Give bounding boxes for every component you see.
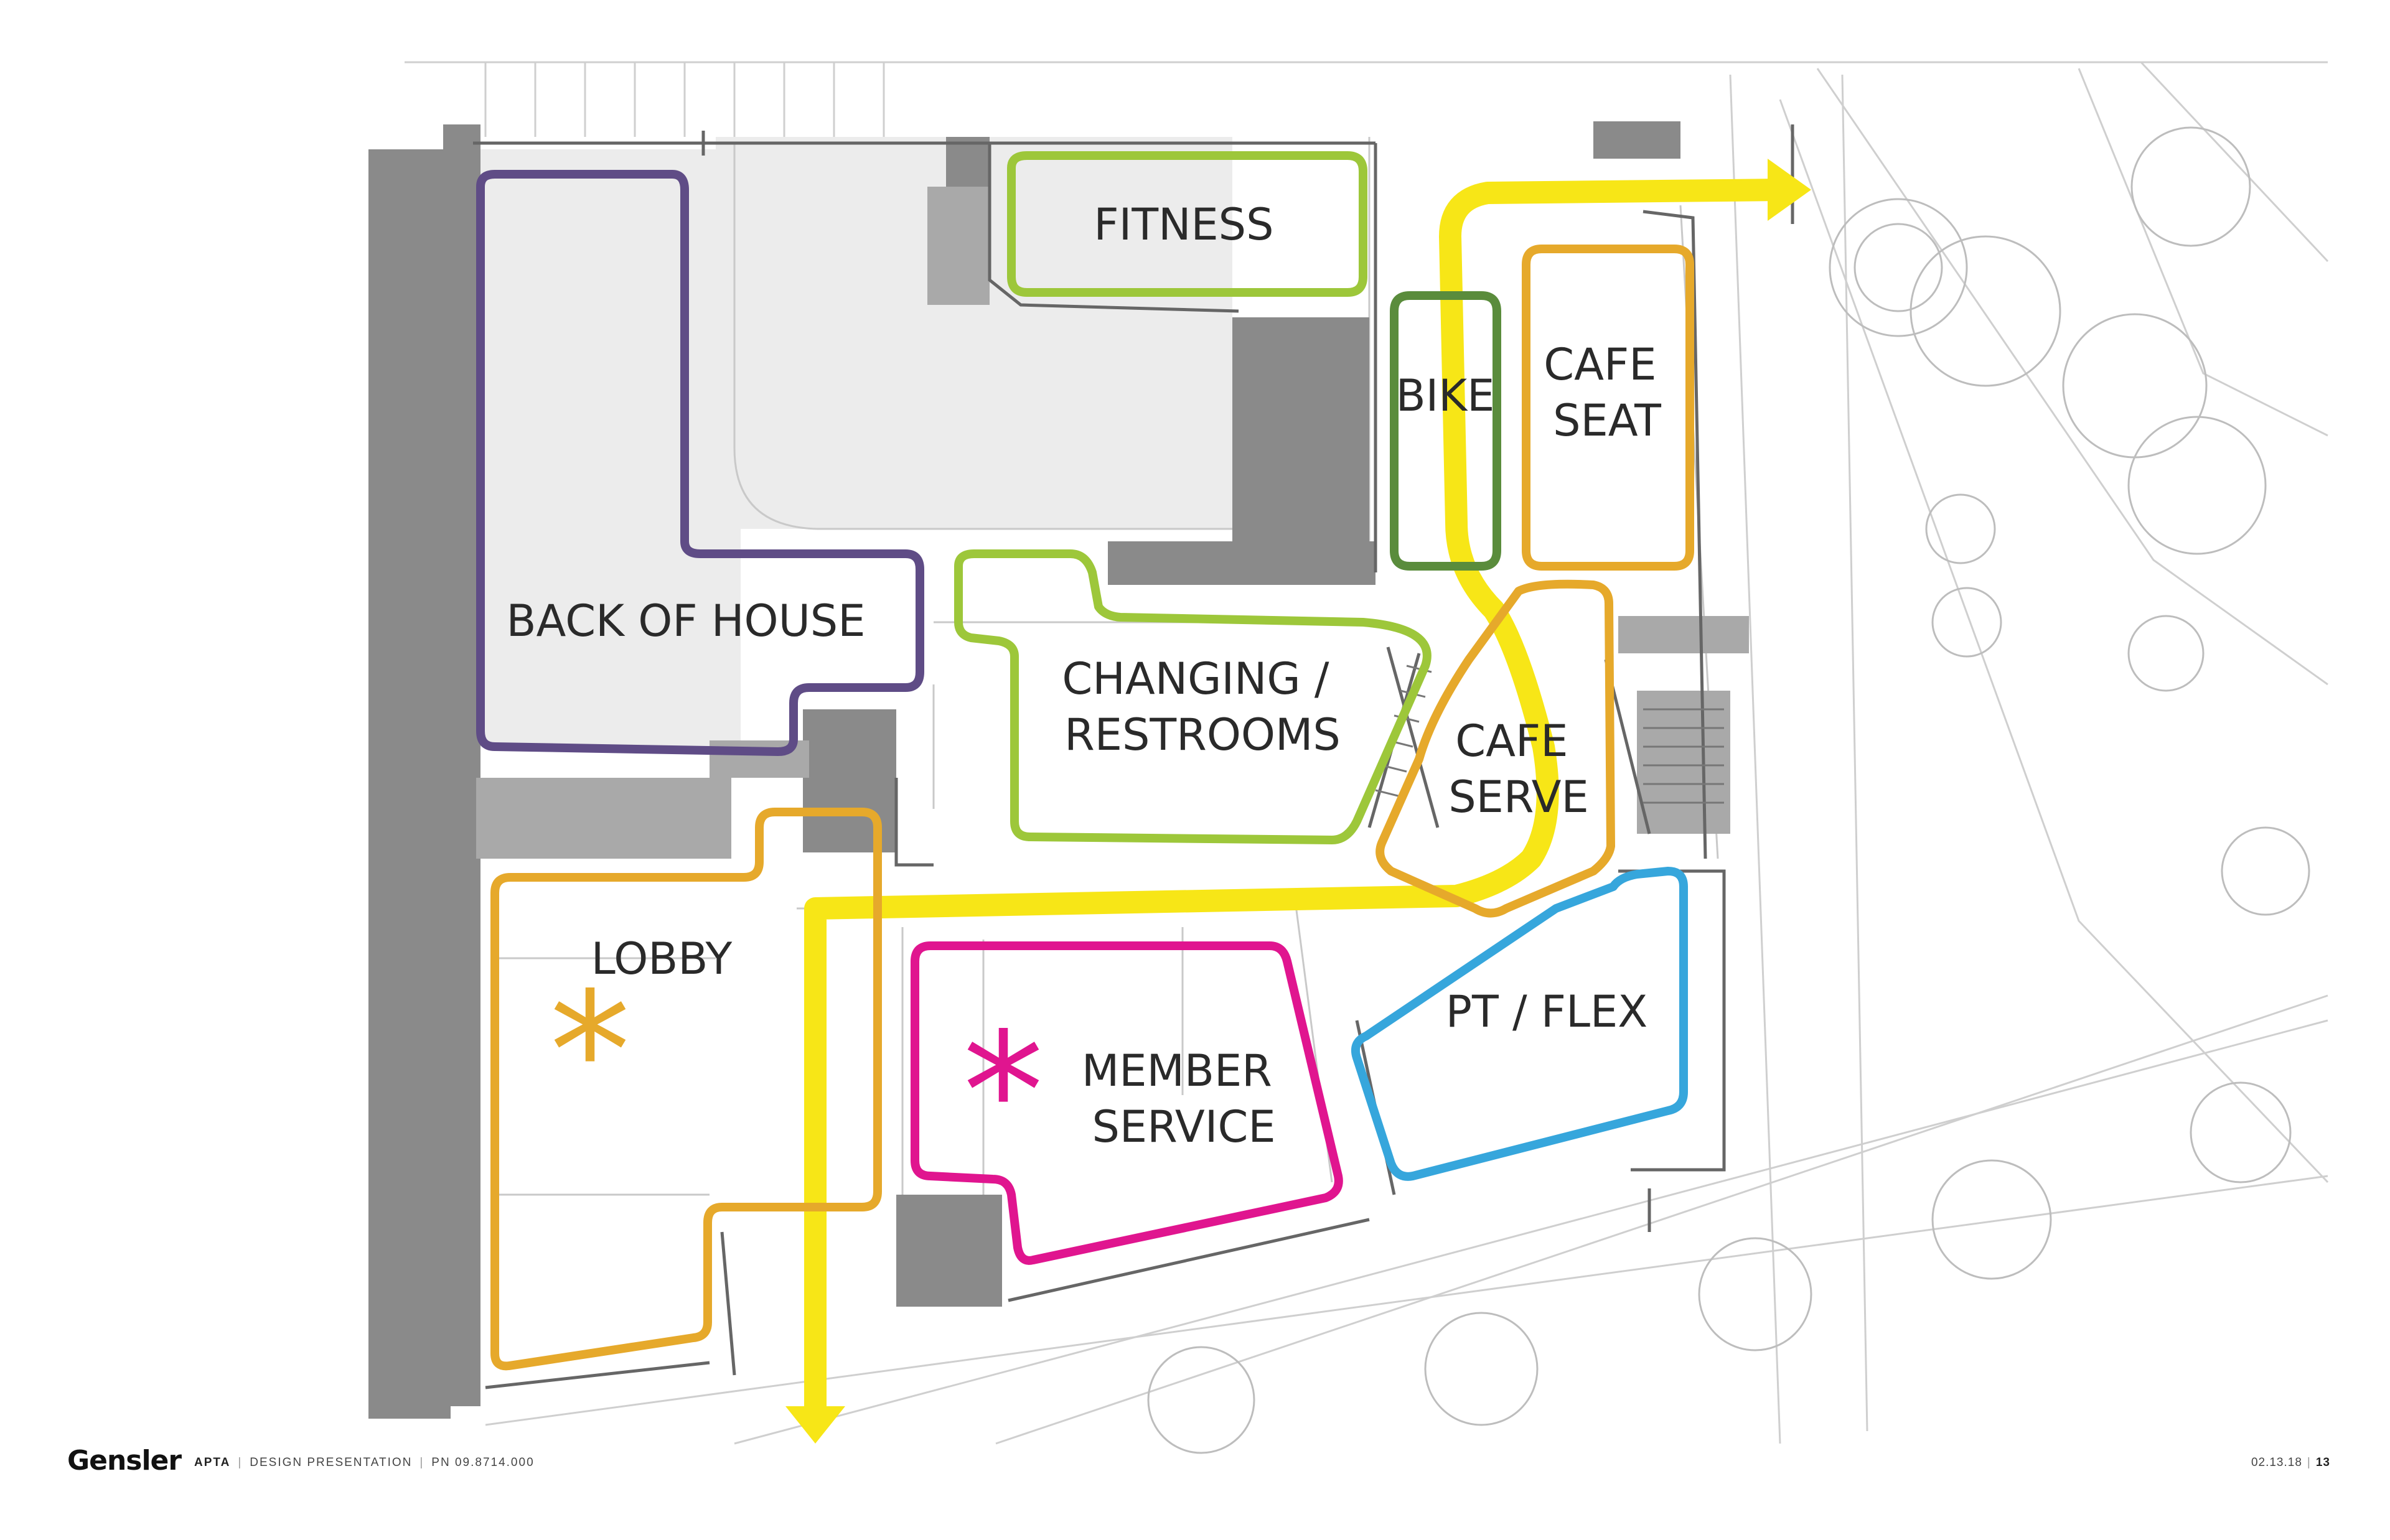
zone-label-line: SERVE — [1448, 772, 1589, 823]
zone-label-fitness: FITNESS — [1094, 199, 1273, 250]
page-footer: Gensler APTA | DESIGN PRESENTATION | PN 09.8… — [0, 1442, 2390, 1480]
zone-outline-bike — [1390, 291, 1501, 571]
gensler-logo: Gensler — [67, 1445, 182, 1477]
zone-label-line: LOBBY — [591, 933, 733, 984]
zone-label-pt-flex: PT / FLEX — [1446, 986, 1648, 1037]
zone-outline-lobby — [490, 808, 882, 1371]
zone-label-member-service: MEMBER SERVICE — [1082, 1045, 1286, 1152]
footer-page-info: 02.13.18 | 13 — [2251, 1456, 2330, 1470]
footer-meta: APTA | DESIGN PRESENTATION | PN 09.8714.000 — [194, 1456, 535, 1470]
circulation-spine — [804, 179, 1791, 1430]
zone-label-line: MEMBER — [1082, 1045, 1272, 1096]
zone-label-line: BIKE — [1396, 370, 1495, 421]
zone-label-line: SERVICE — [1092, 1101, 1275, 1152]
separator: | — [2307, 1456, 2311, 1469]
zone-label-bike: BIKE — [1396, 370, 1495, 421]
zone-outline-pt-flex — [1351, 867, 1688, 1181]
zone-label-line: CAFE — [1455, 716, 1568, 767]
zone-label-line: BACK OF HOUSE — [507, 595, 866, 646]
zone-label-line: PT / FLEX — [1446, 986, 1648, 1037]
page-number: 13 — [2315, 1456, 2330, 1469]
zone-label-line: SEAT — [1553, 395, 1661, 446]
project-number: PN 09.8714.000 — [431, 1456, 535, 1469]
zone-outline-changing-restrooms — [954, 549, 1432, 844]
architectural-base — [368, 61, 2329, 1454]
zone-label-back-of-house: BACK OF HOUSE — [507, 595, 866, 646]
zone-label-line: FITNESS — [1094, 199, 1273, 250]
zone-label-line: RESTROOMS — [1064, 709, 1341, 760]
separator: | — [419, 1456, 424, 1469]
zone-outline-cafe-seat — [1522, 245, 1694, 571]
separator: | — [238, 1456, 243, 1469]
zone-label-cafe-serve: CAFE SERVE — [1448, 716, 1589, 823]
presentation-date: 02.13.18 — [2251, 1456, 2302, 1469]
project-name: APTA — [194, 1456, 231, 1469]
zone-outline-cafe-serve — [1375, 579, 1615, 918]
arrow-head-south — [785, 1406, 845, 1444]
member-service-asterisk-icon: * — [963, 999, 1044, 1187]
circulation-path — [785, 159, 1811, 1444]
zone-label-line: CHANGING / — [1062, 653, 1329, 704]
zone-label-cafe-seat: CAFE SEAT — [1544, 339, 1671, 446]
zone-outline-back-of-house — [476, 170, 924, 756]
lobby-asterisk-icon: * — [550, 958, 630, 1146]
zone-outline-member-service — [911, 941, 1343, 1265]
zone-label-changing-restrooms: CHANGING / RESTROOMS — [1062, 653, 1343, 760]
document-type: DESIGN PRESENTATION — [250, 1456, 413, 1469]
zone-label-line: CAFE — [1544, 339, 1656, 390]
zone-label-lobby: LOBBY — [591, 933, 733, 984]
arrow-head-east — [1768, 159, 1811, 221]
zone-outline-fitness — [1007, 151, 1367, 297]
